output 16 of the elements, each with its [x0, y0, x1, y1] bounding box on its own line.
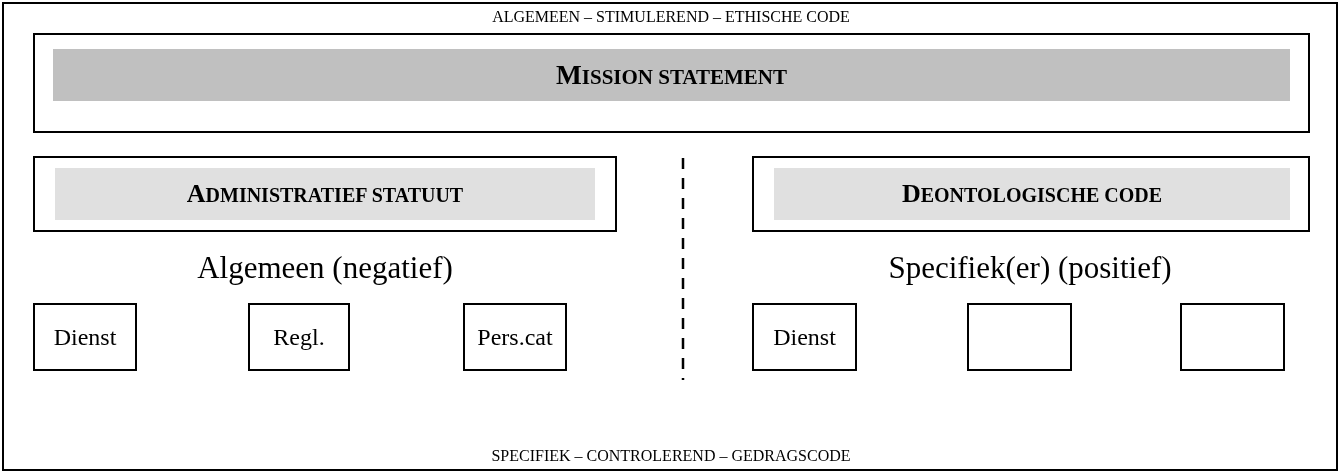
- heading-band: DEONTOLOGISCHE CODE: [774, 168, 1290, 220]
- category-box: Regl.: [248, 303, 350, 371]
- heading-box: [752, 156, 1310, 232]
- empty-box: [1180, 303, 1285, 371]
- empty-box: [967, 303, 1072, 371]
- heading-text: ALGEMEEN – STIMULEREND – ETHISCHE CODE: [492, 8, 850, 26]
- heading-band: MISSION STATEMENT: [53, 49, 1290, 101]
- subheading-text: Algemeen (negatief): [197, 250, 453, 286]
- heading-box: [33, 33, 1310, 133]
- heading-band: ADMINISTRATIEF STATUUT: [55, 168, 595, 220]
- footer-text: SPECIFIEK – CONTROLEREND – GEDRAGSCODE: [491, 447, 851, 465]
- subheading-text: Specifiek(er) (positief): [888, 250, 1172, 286]
- category-box: Dienst: [752, 303, 857, 371]
- heading-box: [33, 156, 617, 232]
- category-box: Pers.cat: [463, 303, 567, 371]
- category-box: Dienst: [33, 303, 137, 371]
